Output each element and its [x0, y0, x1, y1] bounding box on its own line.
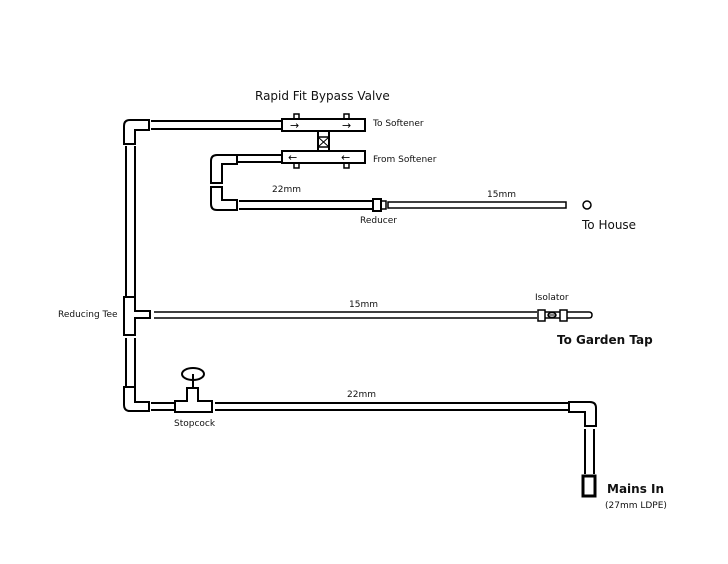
- reducer-fitting: [372, 198, 387, 212]
- pipe-mains-vertical: [584, 429, 595, 474]
- reducing-tee: [123, 296, 151, 336]
- pipe-22mm-mains: [215, 402, 568, 411]
- label-isolator: Isolator: [535, 293, 569, 303]
- house-outlet-icon: [582, 200, 592, 210]
- elbow-top-left: [123, 119, 150, 145]
- diagram-title: Rapid Fit Bypass Valve: [255, 89, 390, 103]
- mains-inlet: [581, 474, 597, 498]
- label-mains-in: Mains In: [607, 482, 665, 496]
- elbow-bottom-left: [123, 386, 150, 412]
- stopcock-valve: [174, 367, 213, 413]
- label-pipe-22mm-house: 22mm: [272, 185, 301, 195]
- flow-arrow-to-softener-2: →: [342, 119, 351, 132]
- label-pipe-15mm-garden: 15mm: [349, 300, 378, 310]
- stopcock-handle: [181, 367, 205, 381]
- label-mains-spec: (27mm LDPE): [605, 501, 667, 511]
- elbow-bypass-house: [210, 186, 238, 211]
- flow-arrow-from-softener-2: ←: [341, 151, 350, 164]
- label-to-house: To House: [582, 218, 637, 232]
- label-to-softener: To Softener: [373, 119, 424, 129]
- pipe-15mm-to-house: [387, 201, 567, 209]
- label-to-garden-tap: To Garden Tap: [557, 333, 653, 347]
- pipe-22mm-from-bypass: [238, 154, 282, 163]
- pipe-22mm-vertical-upper: [125, 146, 136, 296]
- label-pipe-15mm-house: 15mm: [487, 190, 516, 200]
- label-pipe-22mm-mains: 22mm: [347, 390, 376, 400]
- label-reducer: Reducer: [360, 216, 397, 226]
- flow-arrow-to-softener-1: →: [290, 119, 299, 132]
- elbow-bottom-right: [568, 401, 597, 427]
- pipe-22mm-vertical-lower: [125, 338, 136, 386]
- garden-pipe-end: [567, 311, 593, 319]
- label-reducing-tee: Reducing Tee: [58, 310, 118, 320]
- pipe-15mm-to-garden: [154, 311, 537, 319]
- bypass-valve: [281, 113, 366, 169]
- elbow-bypass-return: [210, 154, 238, 184]
- pipe-22mm-stopcock-in: [151, 402, 174, 411]
- label-from-softener: From Softener: [373, 155, 437, 165]
- pipe-22mm-to-reducer: [239, 200, 373, 210]
- isolator-valve: [537, 309, 568, 322]
- pipe-22mm-to-bypass: [151, 120, 282, 130]
- label-stopcock: Stopcock: [174, 419, 216, 429]
- flow-arrow-from-softener-1: ←: [288, 151, 297, 164]
- bypass-valve-handle: [317, 136, 330, 148]
